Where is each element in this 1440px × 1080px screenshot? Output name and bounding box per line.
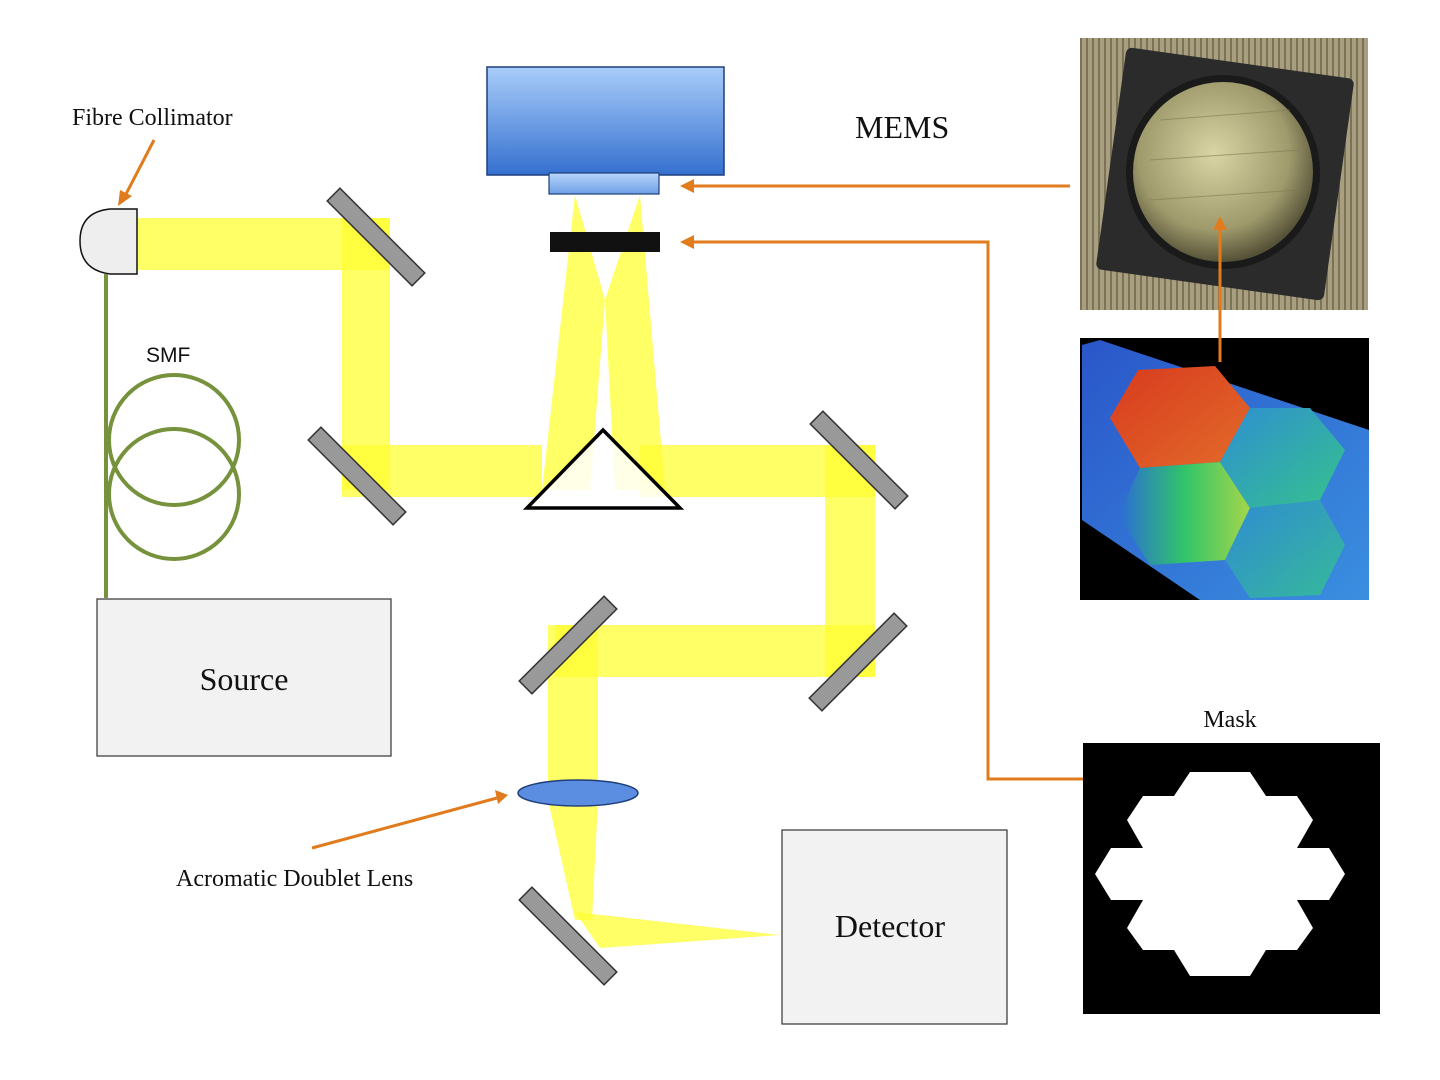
hexagonal-mask xyxy=(1083,743,1380,1014)
mirror-1 xyxy=(326,187,426,287)
prism xyxy=(522,427,685,510)
mirror-6 xyxy=(518,886,618,986)
mems-mirror-surface xyxy=(548,172,660,195)
label-lens: Acromatic Doublet Lens xyxy=(176,866,413,892)
label-fibre-collimator: Fibre Collimator xyxy=(72,105,233,131)
mirror-3 xyxy=(809,410,909,510)
beam-prism-to-mems-right xyxy=(605,195,665,490)
single-mode-fiber xyxy=(104,274,241,598)
source-box xyxy=(96,598,392,757)
mirror-2 xyxy=(307,426,407,526)
fibre-collimator xyxy=(79,208,138,275)
beam-mirror1-down xyxy=(342,218,390,490)
fiber-loop-upper xyxy=(107,373,241,507)
arrowhead-mems xyxy=(680,179,694,193)
label-detector: Detector xyxy=(835,908,946,944)
arrow-to-lens xyxy=(311,796,498,850)
label-mems: MEMS xyxy=(855,109,949,145)
fiber-loop-lower xyxy=(107,427,241,561)
mirrors xyxy=(307,187,909,986)
detector-box xyxy=(781,829,1008,1025)
doublet-lens xyxy=(517,779,639,807)
arrowhead-lens xyxy=(495,790,508,804)
light-beam xyxy=(130,195,875,948)
mems-device xyxy=(486,66,725,176)
connector-arrows xyxy=(118,139,1227,850)
arrowhead-mask-element xyxy=(680,235,694,249)
mirror-4 xyxy=(808,612,908,712)
label-smf: SMF xyxy=(146,344,190,367)
beam-mirror6-to-detector xyxy=(575,912,780,948)
beam-prism-to-mems-left xyxy=(542,195,605,490)
arrow-mask-to-mask-element xyxy=(692,240,1083,781)
mask-element xyxy=(550,232,660,252)
arrowhead-chip xyxy=(1213,216,1227,230)
arrowhead-collimator xyxy=(118,190,132,206)
arrow-to-collimator xyxy=(123,139,156,197)
label-mask: Mask xyxy=(1203,707,1256,733)
beam-lens-focus xyxy=(548,800,598,920)
hexagonal-segment-surface-map xyxy=(1080,338,1369,600)
mems-chip-photo xyxy=(1080,38,1368,310)
beam-mirror4-to-mirror5 xyxy=(555,625,875,677)
label-source: Source xyxy=(200,661,289,697)
mirror-5 xyxy=(518,595,618,695)
